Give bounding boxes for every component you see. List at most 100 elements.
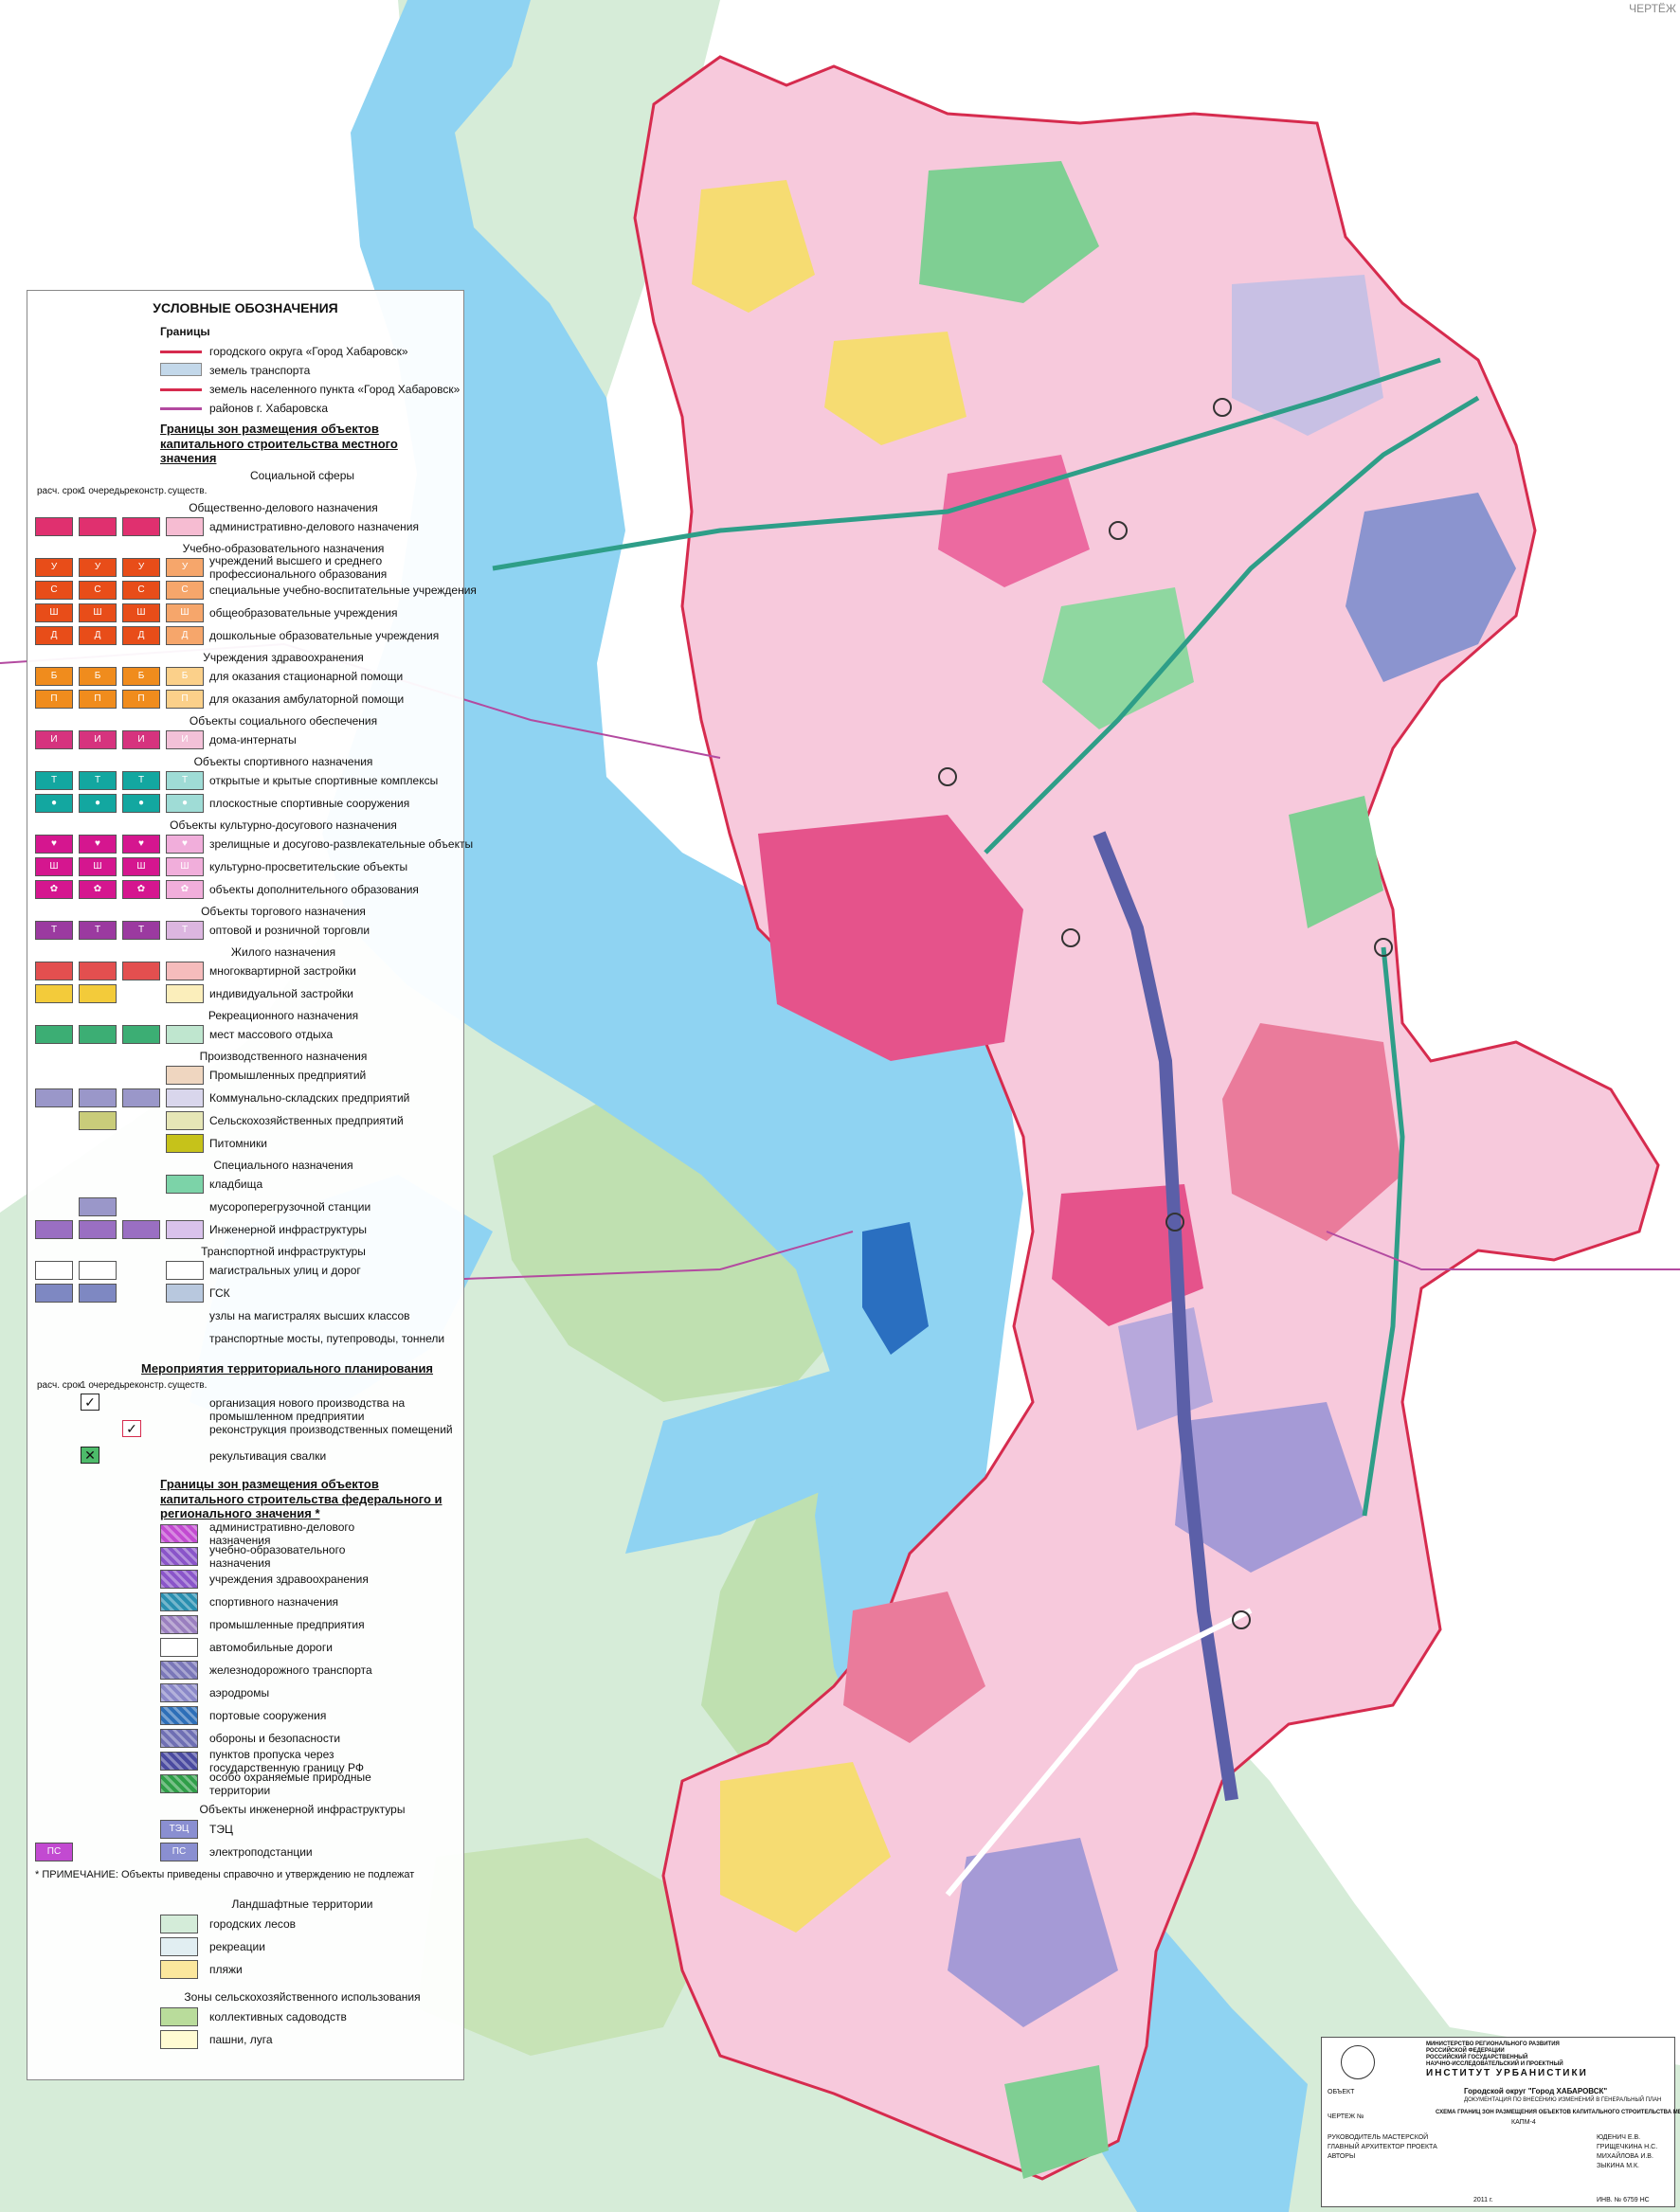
main-road-4 <box>945 1608 1253 1897</box>
federal-swatch <box>160 1729 198 1748</box>
landscape-label: пляжи <box>209 1963 243 1976</box>
measures-column-header: реконстр. <box>124 1380 167 1391</box>
legend-label: Промышленных предприятий <box>209 1069 367 1082</box>
org-line: НАУЧНО-ИССЛЕДОВАТЕЛЬСКИЙ И ПРОЕКТНЫЙ <box>1426 2061 1563 2067</box>
zone-industrial-north <box>1232 275 1383 436</box>
transport-node <box>1165 1213 1184 1232</box>
agri-swatch <box>160 2007 198 2026</box>
legend-label: открытые и крытые спортивные комплексы <box>209 774 439 787</box>
legend-swatch <box>35 1261 73 1280</box>
legend-label: Инженерной инфраструктуры <box>209 1223 368 1236</box>
federal-row: автомобильные дороги <box>27 1638 463 1659</box>
legend-swatch: ● <box>166 794 204 813</box>
federal-label: спортивного назначения <box>209 1595 339 1609</box>
local-heading: Границы зон размещения объектов капиталь… <box>160 422 398 466</box>
group-heading: Учреждения здравоохранения <box>203 651 364 664</box>
zone-residential-centre <box>758 815 1023 1061</box>
legend-swatch <box>122 1025 160 1044</box>
legend-label: административно-делового назначения <box>209 520 419 533</box>
federal-label: железнодорожного транспорта <box>209 1663 372 1677</box>
legend-swatch <box>79 1284 117 1303</box>
boundary-row: земель транспорта <box>27 361 463 382</box>
legend-swatch <box>166 1220 204 1239</box>
group-heading: Общественно-делового назначения <box>189 501 378 514</box>
measures-column-header: существ. <box>168 1380 208 1391</box>
legend-swatch: ● <box>35 794 73 813</box>
agri-row: пашни, луга <box>27 2030 463 2051</box>
legend-swatch: ● <box>79 794 117 813</box>
legend-swatch <box>166 1025 204 1044</box>
transport-node <box>1374 938 1393 957</box>
legend-swatch: ♥ <box>122 835 160 854</box>
group-heading: Рекреационного назначения <box>208 1009 359 1022</box>
legend-label: дошкольные образовательные учреждения <box>209 629 440 642</box>
landscape-swatch <box>160 1937 198 1956</box>
boundaries-heading: Границы <box>160 325 210 338</box>
column-header: 1 очередь <box>81 486 125 496</box>
landscape-heading: Ландшафтные территории <box>231 1897 373 1911</box>
legend-swatch <box>35 1284 73 1303</box>
federal-label: аэродромы <box>209 1686 270 1699</box>
legend-swatch: Б <box>166 667 204 686</box>
federal-swatch <box>160 1638 198 1657</box>
landscape-swatch <box>160 1915 198 1933</box>
substation-icon: ПС <box>35 1843 73 1861</box>
legend-label: кладбища <box>209 1178 263 1191</box>
engineering-heading: Объекты инженерной инфраструктуры <box>199 1803 406 1816</box>
corner-label: ЧЕРТЁЖ <box>1629 2 1676 15</box>
boundary-swatch <box>160 351 202 353</box>
measures-column-header: расч. срок <box>37 1380 82 1391</box>
legend-row: Промышленных предприятий <box>27 1066 463 1087</box>
boundary-swatch <box>160 407 202 410</box>
legend-swatch <box>122 962 160 980</box>
legend-swatch: Ш <box>122 857 160 876</box>
legend-swatch: И <box>35 730 73 749</box>
group-heading: Объекты спортивного назначения <box>193 755 373 768</box>
legend-label: транспортные мосты, путепроводы, тоннели <box>209 1332 445 1345</box>
column-header: существ. <box>168 486 208 496</box>
group-heading: Производственного назначения <box>199 1050 368 1063</box>
legend-swatch: П <box>122 690 160 709</box>
legend-label: культурно-просветительские объекты <box>209 860 408 873</box>
legend-swatch <box>79 962 117 980</box>
legend-swatch: ♥ <box>35 835 73 854</box>
legend-swatch: Т <box>166 771 204 790</box>
amur-river <box>322 0 1308 2212</box>
federal-label: пунктов пропуска через государственную г… <box>209 1748 364 1775</box>
legend-swatch: Т <box>35 771 73 790</box>
group-heading: Объекты культурно-досугового назначения <box>170 818 397 832</box>
zone-violet-south <box>948 1838 1118 2027</box>
drawing-label: ЧЕРТЕЖ № <box>1328 2113 1364 2120</box>
transport-node <box>1109 521 1128 540</box>
federal-label: обороны и безопасности <box>209 1732 341 1745</box>
org-line: РОССИЙСКОЙ ФЕДЕРАЦИИ <box>1426 2048 1505 2054</box>
legend-row: мест массового отдыха <box>27 1025 463 1046</box>
legend-swatch: И <box>122 730 160 749</box>
zone-pink-2 <box>1052 1184 1203 1326</box>
legend-swatch <box>35 517 73 536</box>
boundary-swatch <box>160 363 202 376</box>
district-line-3 <box>1326 1231 1680 1270</box>
federal-swatch <box>160 1683 198 1702</box>
measure-row: ✕рекультивация свалки <box>27 1447 463 1467</box>
legend-swatch <box>166 1175 204 1194</box>
legend-swatch <box>166 1261 204 1280</box>
federal-swatch <box>160 1524 198 1543</box>
legend-swatch <box>166 1066 204 1085</box>
legend-label: мусороперегрузочной станции <box>209 1200 371 1214</box>
legend-label: объекты дополнительного образования <box>209 883 419 896</box>
legend-row: ●●●●плоскостные спортивные сооружения <box>27 794 463 815</box>
legend-swatch: Ш <box>122 603 160 622</box>
legend-swatch: С <box>79 581 117 600</box>
legend-note: * ПРИМЕЧАНИЕ: Объекты приведены справочн… <box>35 1869 415 1880</box>
federal-label: автомобильные дороги <box>209 1641 333 1654</box>
legend-swatch: Д <box>79 626 117 645</box>
federal-swatch <box>160 1661 198 1680</box>
object-label: ОБЪЕКТ <box>1328 2089 1355 2095</box>
legend-swatch: У <box>166 558 204 577</box>
